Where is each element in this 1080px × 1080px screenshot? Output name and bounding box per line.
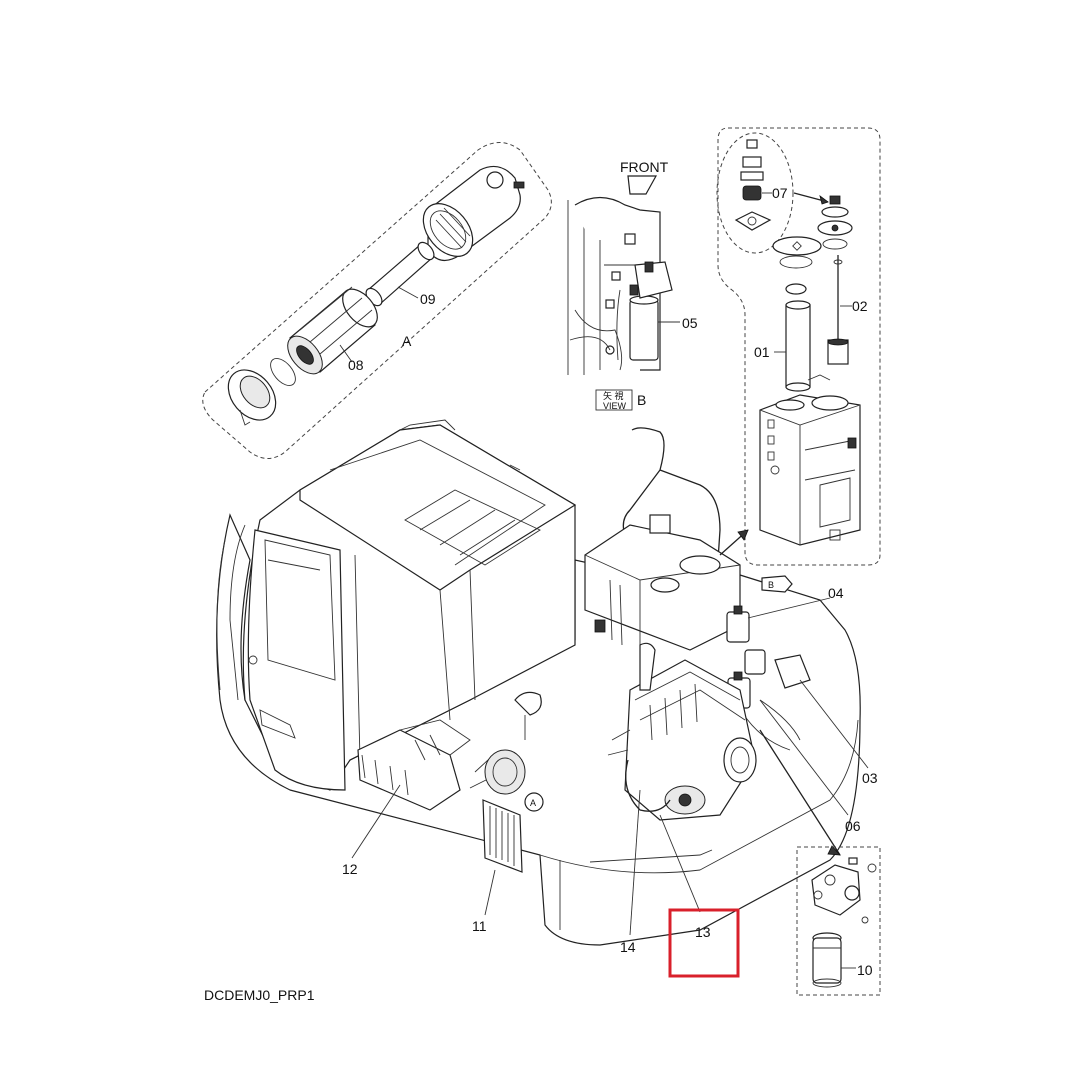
cover-plate bbox=[772, 236, 822, 256]
detail-hydraulic-tank: 07 01 02 bbox=[716, 127, 881, 566]
handrail bbox=[622, 427, 721, 561]
filler-cap-parts-07 bbox=[734, 139, 772, 231]
part-number-05: 05 bbox=[682, 315, 698, 331]
front-arrow-icon bbox=[627, 175, 658, 195]
return-filter-element-01 bbox=[785, 300, 811, 392]
part-number-08: 08 bbox=[348, 357, 364, 373]
component-12 bbox=[357, 719, 471, 811]
part-number-07: 07 bbox=[772, 185, 788, 201]
excavator-upper-structure: A B bbox=[216, 419, 861, 946]
part-number-03: 03 bbox=[862, 770, 878, 786]
part-number-13: 13 bbox=[695, 924, 711, 940]
filter-head bbox=[811, 857, 877, 924]
filter-04 bbox=[726, 611, 750, 643]
suction-strainer-02 bbox=[827, 255, 849, 365]
deck-air-cleaner bbox=[469, 691, 542, 795]
filter-10-boundary bbox=[796, 846, 881, 996]
main-leaders: 04 03 06 12 11 14 13 bbox=[342, 585, 878, 955]
callout-b-tag: B bbox=[761, 575, 793, 593]
part-number-12: 12 bbox=[342, 861, 358, 877]
view-letter-b: B bbox=[637, 392, 646, 408]
part-number-14: 14 bbox=[620, 939, 636, 955]
detail-a-boundary bbox=[202, 142, 552, 459]
cab-door bbox=[247, 529, 346, 791]
engine-assembly bbox=[607, 642, 757, 821]
deck-hydraulic-tank bbox=[584, 514, 741, 660]
view-b-tag: 矢 視 VIEW B bbox=[595, 389, 646, 411]
cap-detail-boundary bbox=[716, 132, 794, 254]
part-number-10: 10 bbox=[857, 962, 873, 978]
drawing-code: DCDEMJ0_PRP1 bbox=[204, 987, 315, 1003]
o-ring bbox=[270, 357, 296, 387]
part-number-06: 06 bbox=[845, 818, 861, 834]
front-label: FRONT bbox=[620, 159, 669, 175]
part-number-09: 09 bbox=[420, 291, 436, 307]
outer-element-08 bbox=[287, 286, 378, 375]
callout-b-letter: B bbox=[768, 580, 774, 590]
filler-cap-assembly bbox=[817, 195, 853, 250]
callout-a-circle bbox=[524, 792, 544, 812]
gasket bbox=[779, 255, 813, 269]
air-filter-housing bbox=[422, 165, 525, 261]
detail-a-air-filter: 09 08 A bbox=[202, 142, 552, 459]
filter-03 bbox=[744, 649, 766, 675]
detail-filter-10: 10 bbox=[796, 846, 881, 996]
spring-seat bbox=[785, 283, 807, 295]
part-number-01: 01 bbox=[754, 344, 770, 360]
pointer-to-filter-10-detail bbox=[759, 729, 841, 856]
detail-b-view: FRONT 05 矢 視 VIEW bbox=[567, 159, 698, 411]
tank-detail-boundary bbox=[717, 127, 881, 566]
callout-a-letter: A bbox=[530, 798, 536, 808]
view-kanji: 矢 視 bbox=[603, 390, 624, 401]
end-cap bbox=[227, 369, 277, 426]
inner-element-09 bbox=[365, 241, 435, 307]
view-label: VIEW bbox=[603, 401, 627, 411]
pilot-filter-05 bbox=[616, 261, 673, 361]
hydraulic-tank-body bbox=[759, 374, 861, 546]
component-11-grille bbox=[482, 799, 523, 873]
part-number-04: 04 bbox=[828, 585, 844, 601]
detail-a-letter: A bbox=[402, 333, 412, 349]
part-number-11: 11 bbox=[472, 918, 487, 934]
highlight-box-part-13 bbox=[668, 908, 740, 978]
part-number-02: 02 bbox=[852, 298, 868, 314]
operator-cab bbox=[216, 419, 577, 791]
filter-cartridge-10 bbox=[812, 932, 842, 988]
